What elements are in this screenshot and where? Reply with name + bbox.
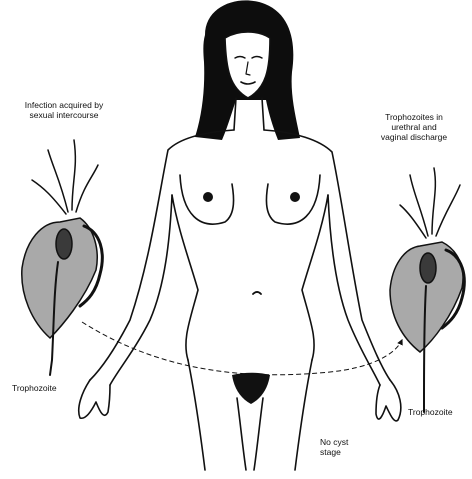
- infection-note: Infection acquired by sexual intercourse: [4, 100, 124, 120]
- transmission-arrow: [82, 322, 402, 375]
- trophozoite-label-left: Trophozoite: [12, 383, 82, 393]
- trophozoite-right: [390, 168, 464, 412]
- trophozoite-left: [22, 140, 102, 375]
- trophozoite-label-right: Trophozoite: [408, 407, 472, 417]
- discharge-note: Trophozoites in urethral and vaginal dis…: [356, 112, 472, 142]
- woman-figure: [79, 0, 401, 470]
- no-cyst-stage-note: No cyst stage: [320, 437, 370, 457]
